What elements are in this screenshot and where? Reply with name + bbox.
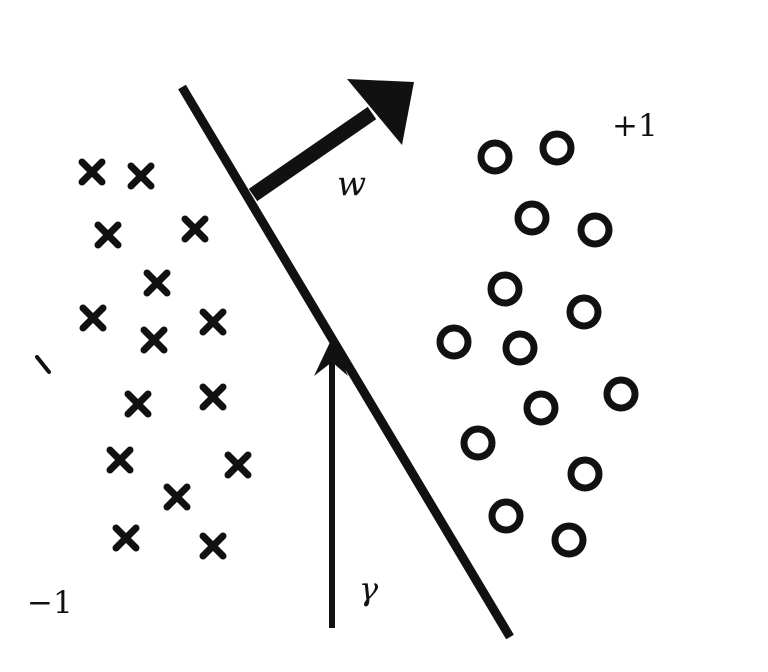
positive-point-circle-marker — [539, 130, 575, 166]
negative-point-x-marker — [199, 308, 227, 336]
negative-point-x-marker — [163, 483, 191, 511]
negative-point-x-marker — [79, 304, 107, 332]
positive-point-circle-marker — [460, 425, 496, 461]
negative-point-x-marker — [199, 383, 227, 411]
positive-point-circle-marker — [502, 330, 538, 366]
negative-point-x-marker — [106, 446, 134, 474]
positive-point-circle-marker — [477, 139, 513, 175]
negative-point-x-marker — [143, 269, 171, 297]
gamma-arrow — [314, 338, 348, 628]
gamma-arrowhead — [314, 338, 348, 376]
positive-class-points — [436, 130, 639, 558]
weight-vector-arrowhead — [347, 79, 414, 145]
positive-point-circle-marker — [567, 456, 603, 492]
negative-point-x-marker — [224, 451, 252, 479]
positive-point-circle-marker — [603, 376, 639, 412]
negative-point-x-marker — [127, 162, 155, 190]
stray-mark — [35, 355, 51, 374]
positive-point-circle-marker — [488, 498, 524, 534]
positive-point-circle-marker — [523, 390, 559, 426]
gamma-label: γ — [359, 570, 379, 608]
positive-point-circle-marker — [487, 271, 523, 307]
negative-point-x-marker — [124, 390, 152, 418]
positive-point-circle-marker — [514, 200, 550, 236]
weight-vector-shaft — [248, 106, 377, 202]
positive-class-label: +1 — [612, 108, 658, 144]
negative-point-x-marker — [199, 532, 227, 560]
negative-point-x-marker — [78, 158, 106, 186]
positive-point-circle-marker — [577, 212, 613, 248]
weight-vector-arrow — [248, 79, 414, 202]
positive-point-circle-marker — [551, 522, 587, 558]
negative-point-x-marker — [112, 524, 140, 552]
negative-point-x-marker — [181, 215, 209, 243]
decision-boundary-line — [178, 84, 514, 640]
negative-point-x-marker — [140, 326, 168, 354]
positive-point-circle-marker — [436, 324, 472, 360]
weight-vector-label: w — [337, 164, 366, 204]
negative-class-label: −1 — [27, 585, 73, 621]
positive-point-circle-marker — [566, 294, 602, 330]
negative-point-x-marker — [94, 221, 122, 249]
negative-class-points — [78, 158, 252, 560]
